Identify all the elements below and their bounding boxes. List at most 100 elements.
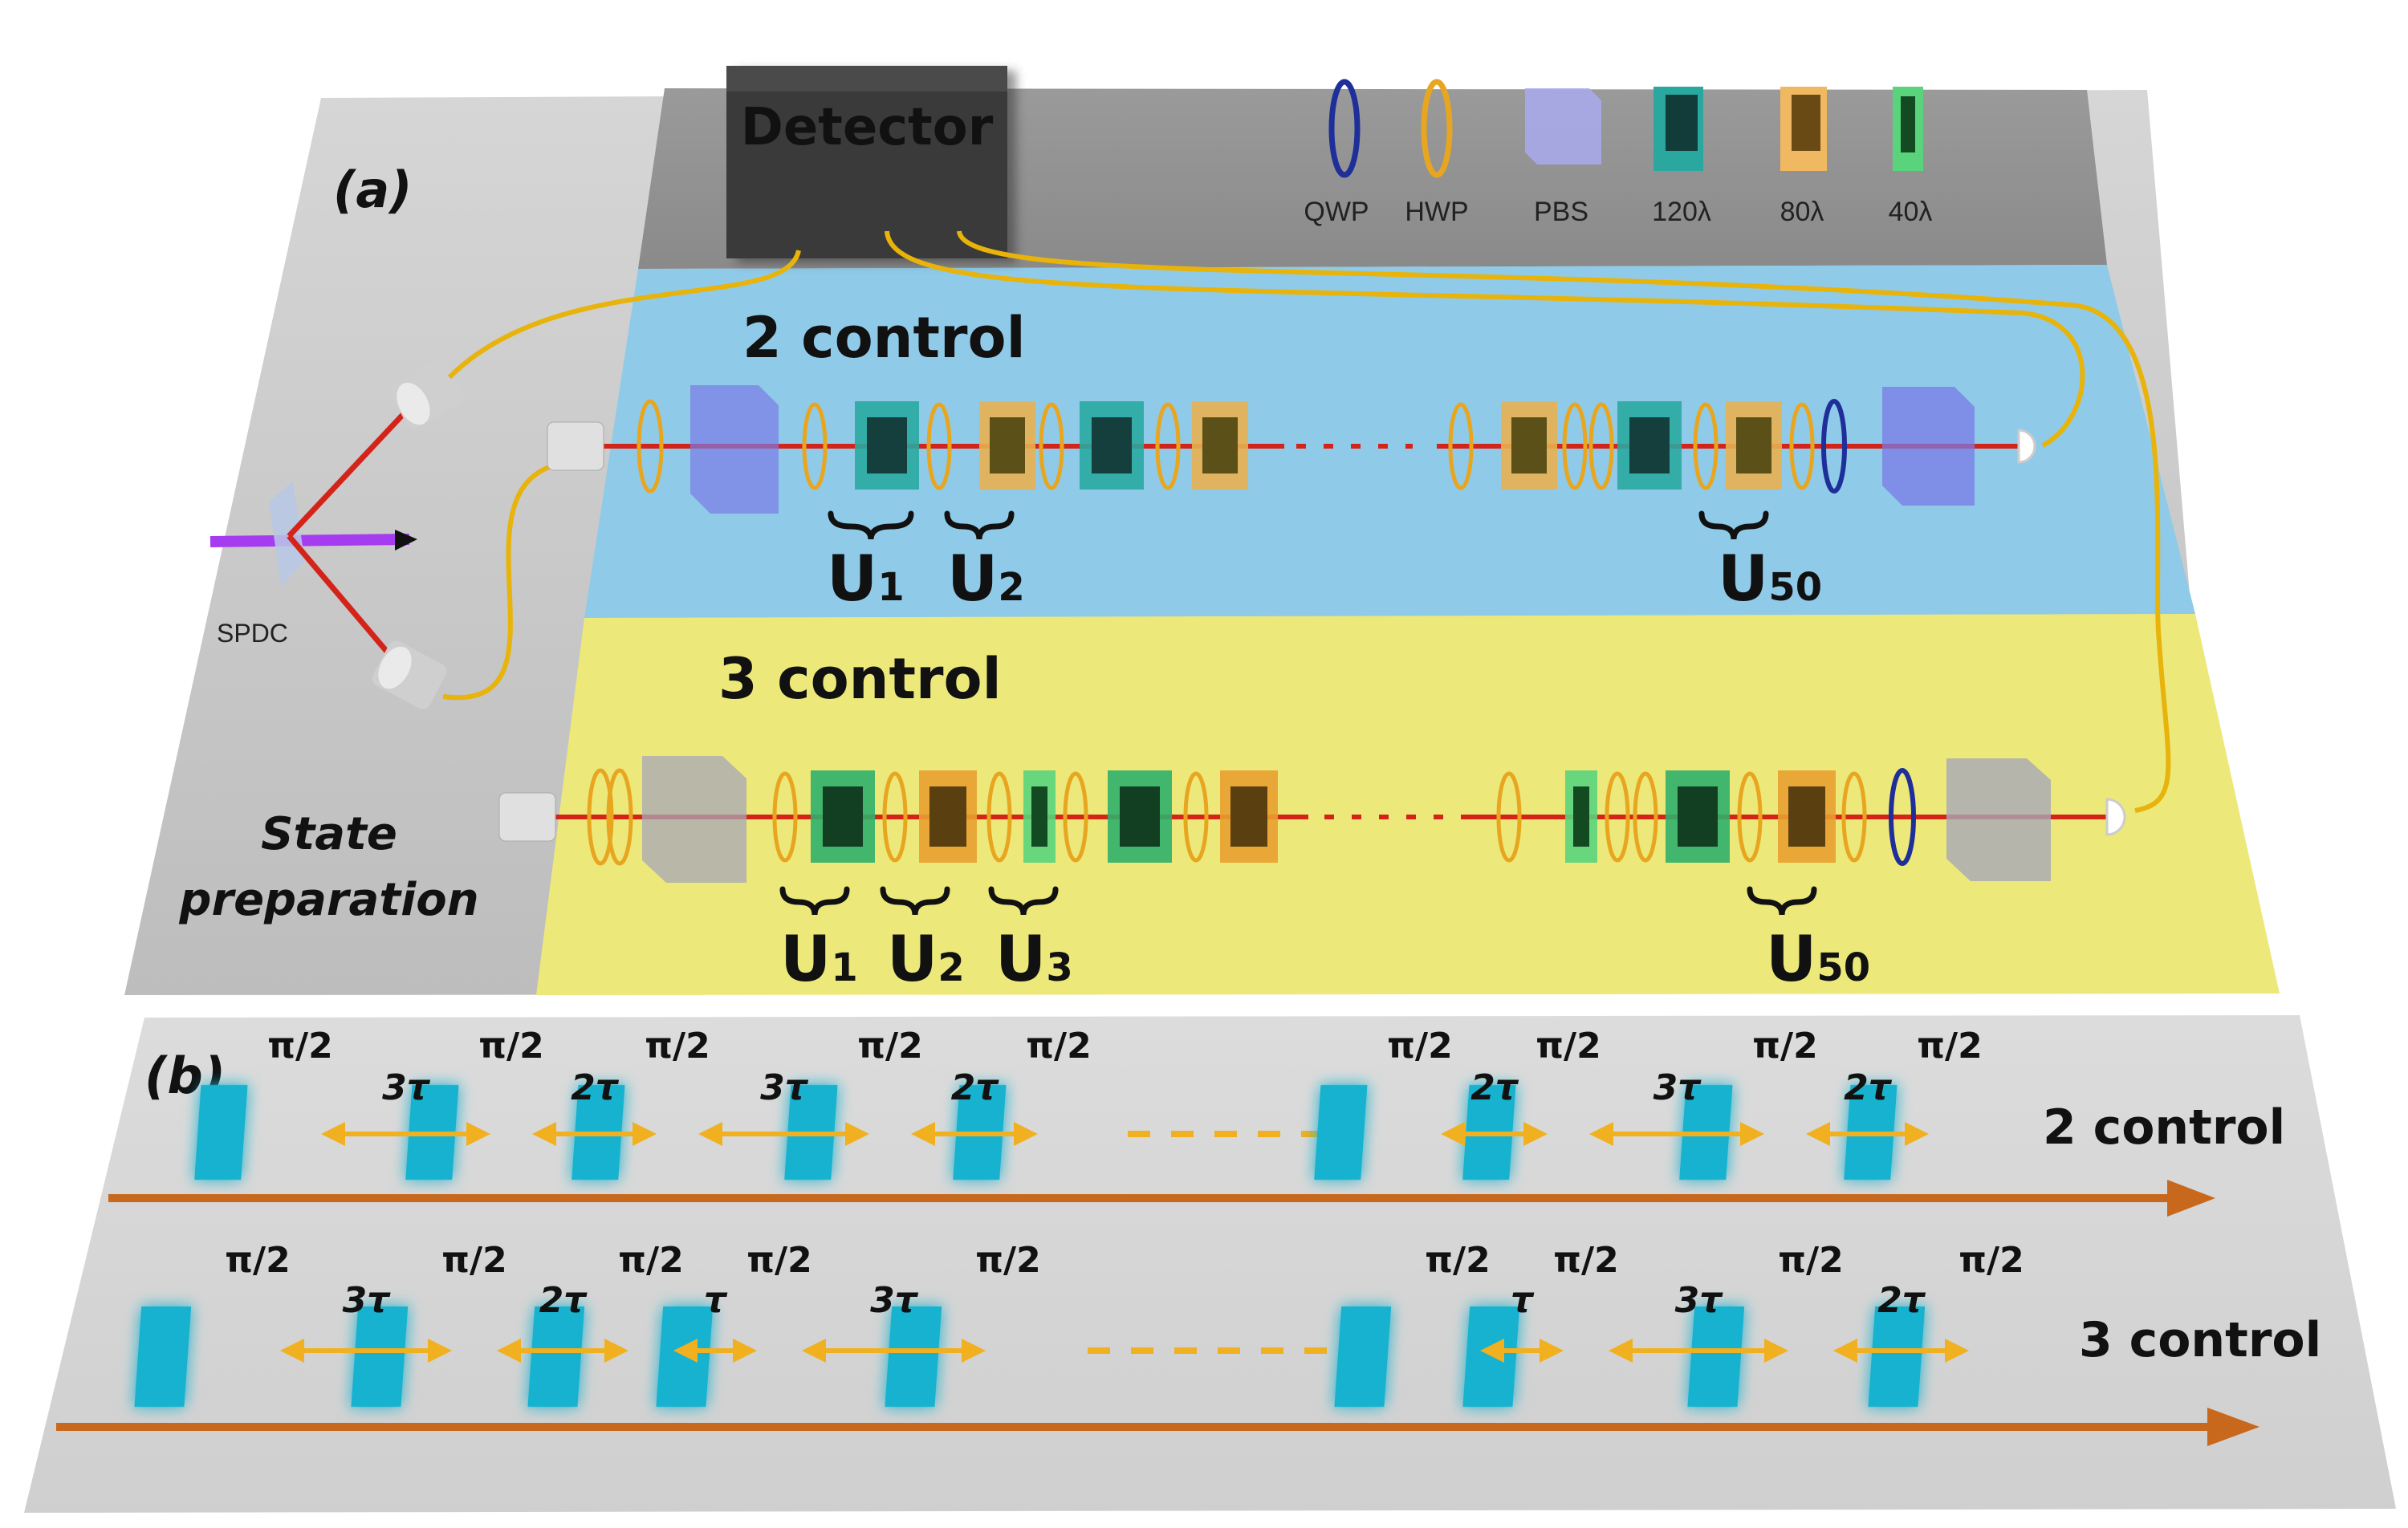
row2-hwp [1562,402,1588,490]
panel-a-label: (a) [333,161,413,219]
yellow-panel [536,614,2280,995]
row2-hwp [802,402,828,490]
row2-hwp [1155,402,1181,490]
row3-wp-40-core [1031,786,1047,847]
optical-fibers [442,230,2171,813]
row2-hwp [1039,402,1064,490]
svg-text:80λ: 80λ [1780,197,1824,227]
row2-pulse-label-9: π/2 [1917,1026,1983,1067]
row3-pulse-label-8: π/2 [1778,1240,1844,1281]
pump-beam-dump [395,530,417,551]
row3-hwp [1183,771,1209,863]
row3-u-labels: U1 U2 U3 U50 [780,924,1870,996]
row2-pulse-6 [1314,1085,1368,1180]
time-arrow-row2-head [2167,1180,2215,1217]
row2-u-labels: U1 U2 U50 [827,543,1822,616]
brace-u3-row3 [988,886,1059,916]
row2-pbs-input [690,385,779,514]
row2-u50: U50 [1718,543,1822,616]
svg-text:PBS: PBS [1534,197,1588,227]
row3-pulse-7 [1462,1307,1520,1407]
row3-pulse-label-5: π/2 [975,1240,1041,1281]
row3-wp-120-core [1678,786,1718,847]
row3-gap-label-7: 2τ [1877,1280,1926,1321]
row2-pulse-label-1: π/2 [267,1026,333,1067]
row3-gap-label-1: 3τ [343,1280,392,1321]
row3-gap-label-4: 3τ [870,1280,919,1321]
row3-hwp [882,771,908,863]
row2-pulse-label-2: π/2 [478,1026,544,1067]
svg-text:120λ: 120λ [1652,197,1711,227]
row2-optics [547,385,2036,514]
row2-hwp [1789,402,1815,490]
legend: QWP HWP PBS 120λ 80λ [1304,79,1932,227]
row3-detector-head [2105,798,2126,836]
row3-pulse-label-2: π/2 [441,1240,507,1281]
state-preparation-label-1: State [261,808,397,860]
row3-qwp [1889,768,1916,866]
row3-pulse-1 [134,1307,192,1407]
brace-u1-row2 [828,510,914,540]
brace-u2-row3 [880,886,950,916]
row3-pulse-4 [656,1307,714,1407]
pulse-row-2: 2 control [108,1099,2285,1217]
row2-pulse-label-5: π/2 [1026,1026,1092,1067]
row3-pulse-label-9: π/2 [1959,1240,2024,1281]
row3-gap-label-5: τ [1511,1280,1535,1321]
row2-u2: U2 [947,543,1025,616]
row2-detector-head [2017,429,2036,464]
row3-optics [498,756,2126,883]
row3-wp-120-core [1120,786,1160,847]
detector: Detector [726,66,1016,263]
row3-hwp [1063,771,1088,863]
row2-wp-120-core [867,417,907,473]
row2-hwp [1588,402,1614,490]
row2-pulse-label-7: π/2 [1536,1026,1601,1067]
row2-u1: U1 [827,543,905,616]
row3-hwp-input [587,768,614,866]
row2-gap-label-5: 2τ [1470,1067,1519,1108]
row3-title: 3 control [718,646,1002,712]
row2-pulse-label-3: π/2 [645,1026,710,1067]
brace-u50-row3 [1747,886,1817,916]
row3-pulse-9 [1868,1307,1926,1407]
legend-80lambda: 80λ [1780,87,1827,227]
panel-a: (a) Detector QWP HWP PBS [124,66,2280,996]
row2-pulse-label-6: π/2 [1387,1026,1453,1067]
row3-pulse-8 [1687,1307,1745,1407]
row3-pulse-label-6: π/2 [1425,1240,1491,1281]
row3-u3: U3 [995,924,1073,996]
row3-hwp [1841,771,1867,863]
spdc-crystal [269,482,305,586]
row3-input-coupler [498,792,556,842]
row2-pulse-label-4: π/2 [857,1026,923,1067]
row3-pulse-label-4: π/2 [746,1240,812,1281]
row3-pulse-6 [1334,1307,1392,1407]
photon-beam-up [287,392,424,538]
row3-u2: U2 [887,924,965,996]
row2-gap-label-3: 3τ [760,1067,809,1108]
row3-pbs-input [642,756,746,883]
svg-text:HWP: HWP [1405,197,1468,227]
row2-gap-label-2: 2τ [571,1067,620,1108]
fiber-det-row2 [885,230,2085,448]
row2-title: 2 control [742,305,1026,371]
row3-pulse-5 [885,1307,942,1407]
detector-label: Detector [741,98,994,157]
pump-beam [209,534,410,547]
row3-pulse-label-7: π/2 [1553,1240,1619,1281]
legend-pbs: PBS [1525,88,1601,227]
row3-gap-label-3: τ [704,1280,728,1321]
row2-pbs-output [1882,387,1975,506]
legend-qwp: QWP [1304,79,1369,227]
row2-wp-80-core [1202,417,1238,473]
row3-hwp [986,771,1012,863]
row2-hwp [926,402,952,490]
row3-hwp [1737,771,1763,863]
spdc-label: SPDC [217,619,288,648]
brace-u50-row2 [1698,510,1769,540]
legend-hwp: HWP [1405,79,1469,227]
row3-hwp [1605,771,1630,863]
